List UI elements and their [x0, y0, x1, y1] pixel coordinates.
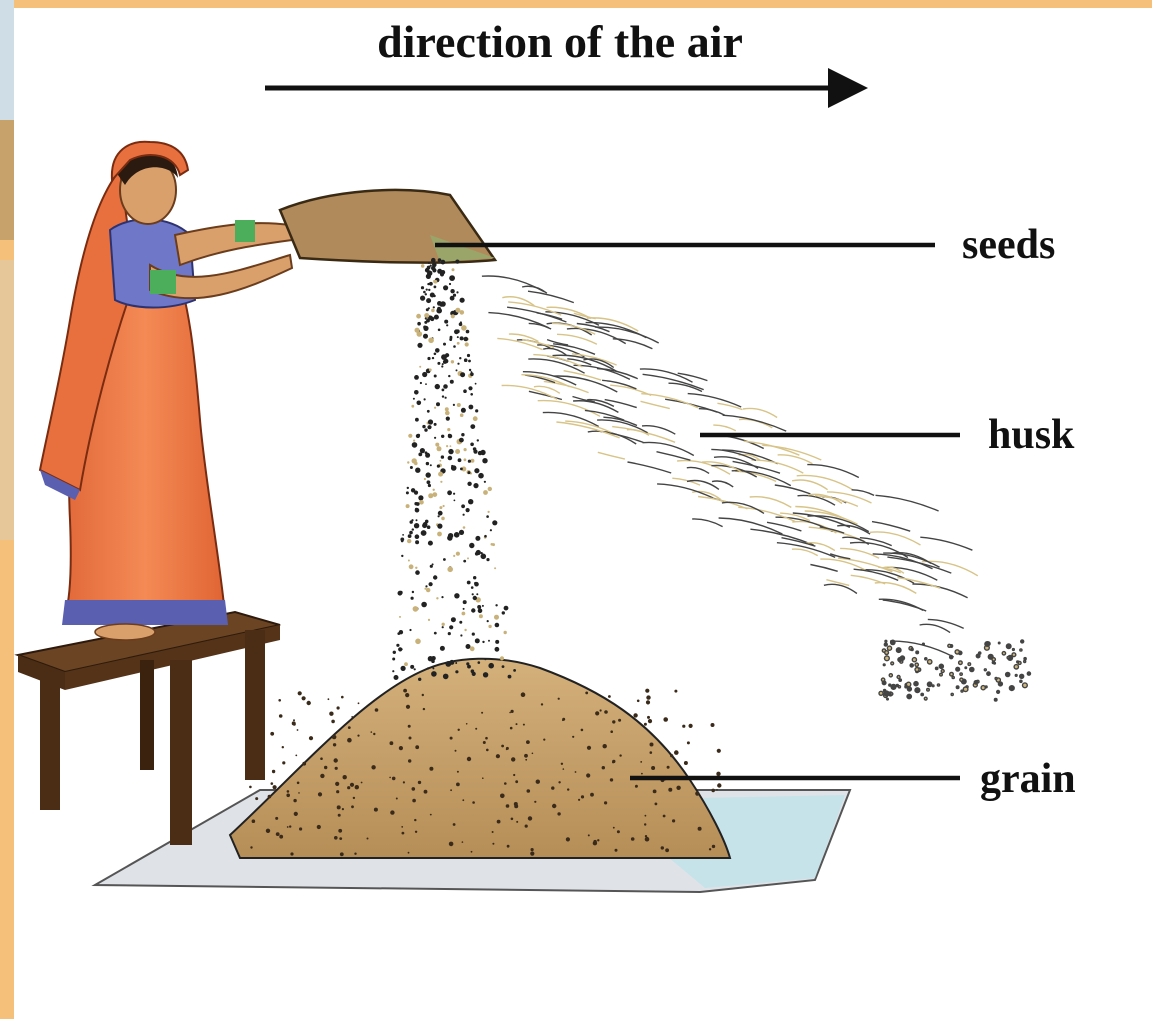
- falling-grain-stream: [392, 258, 516, 681]
- husk-label: husk: [988, 412, 1075, 458]
- air-direction-label: direction of the air: [377, 16, 743, 67]
- woman-winnowing: [40, 142, 292, 640]
- grain-label: grain: [980, 756, 1076, 802]
- grain-pile: [230, 659, 730, 858]
- husk-particles: [482, 276, 1031, 701]
- winnowing-basket: [280, 190, 495, 263]
- seeds-label: seeds: [962, 222, 1055, 268]
